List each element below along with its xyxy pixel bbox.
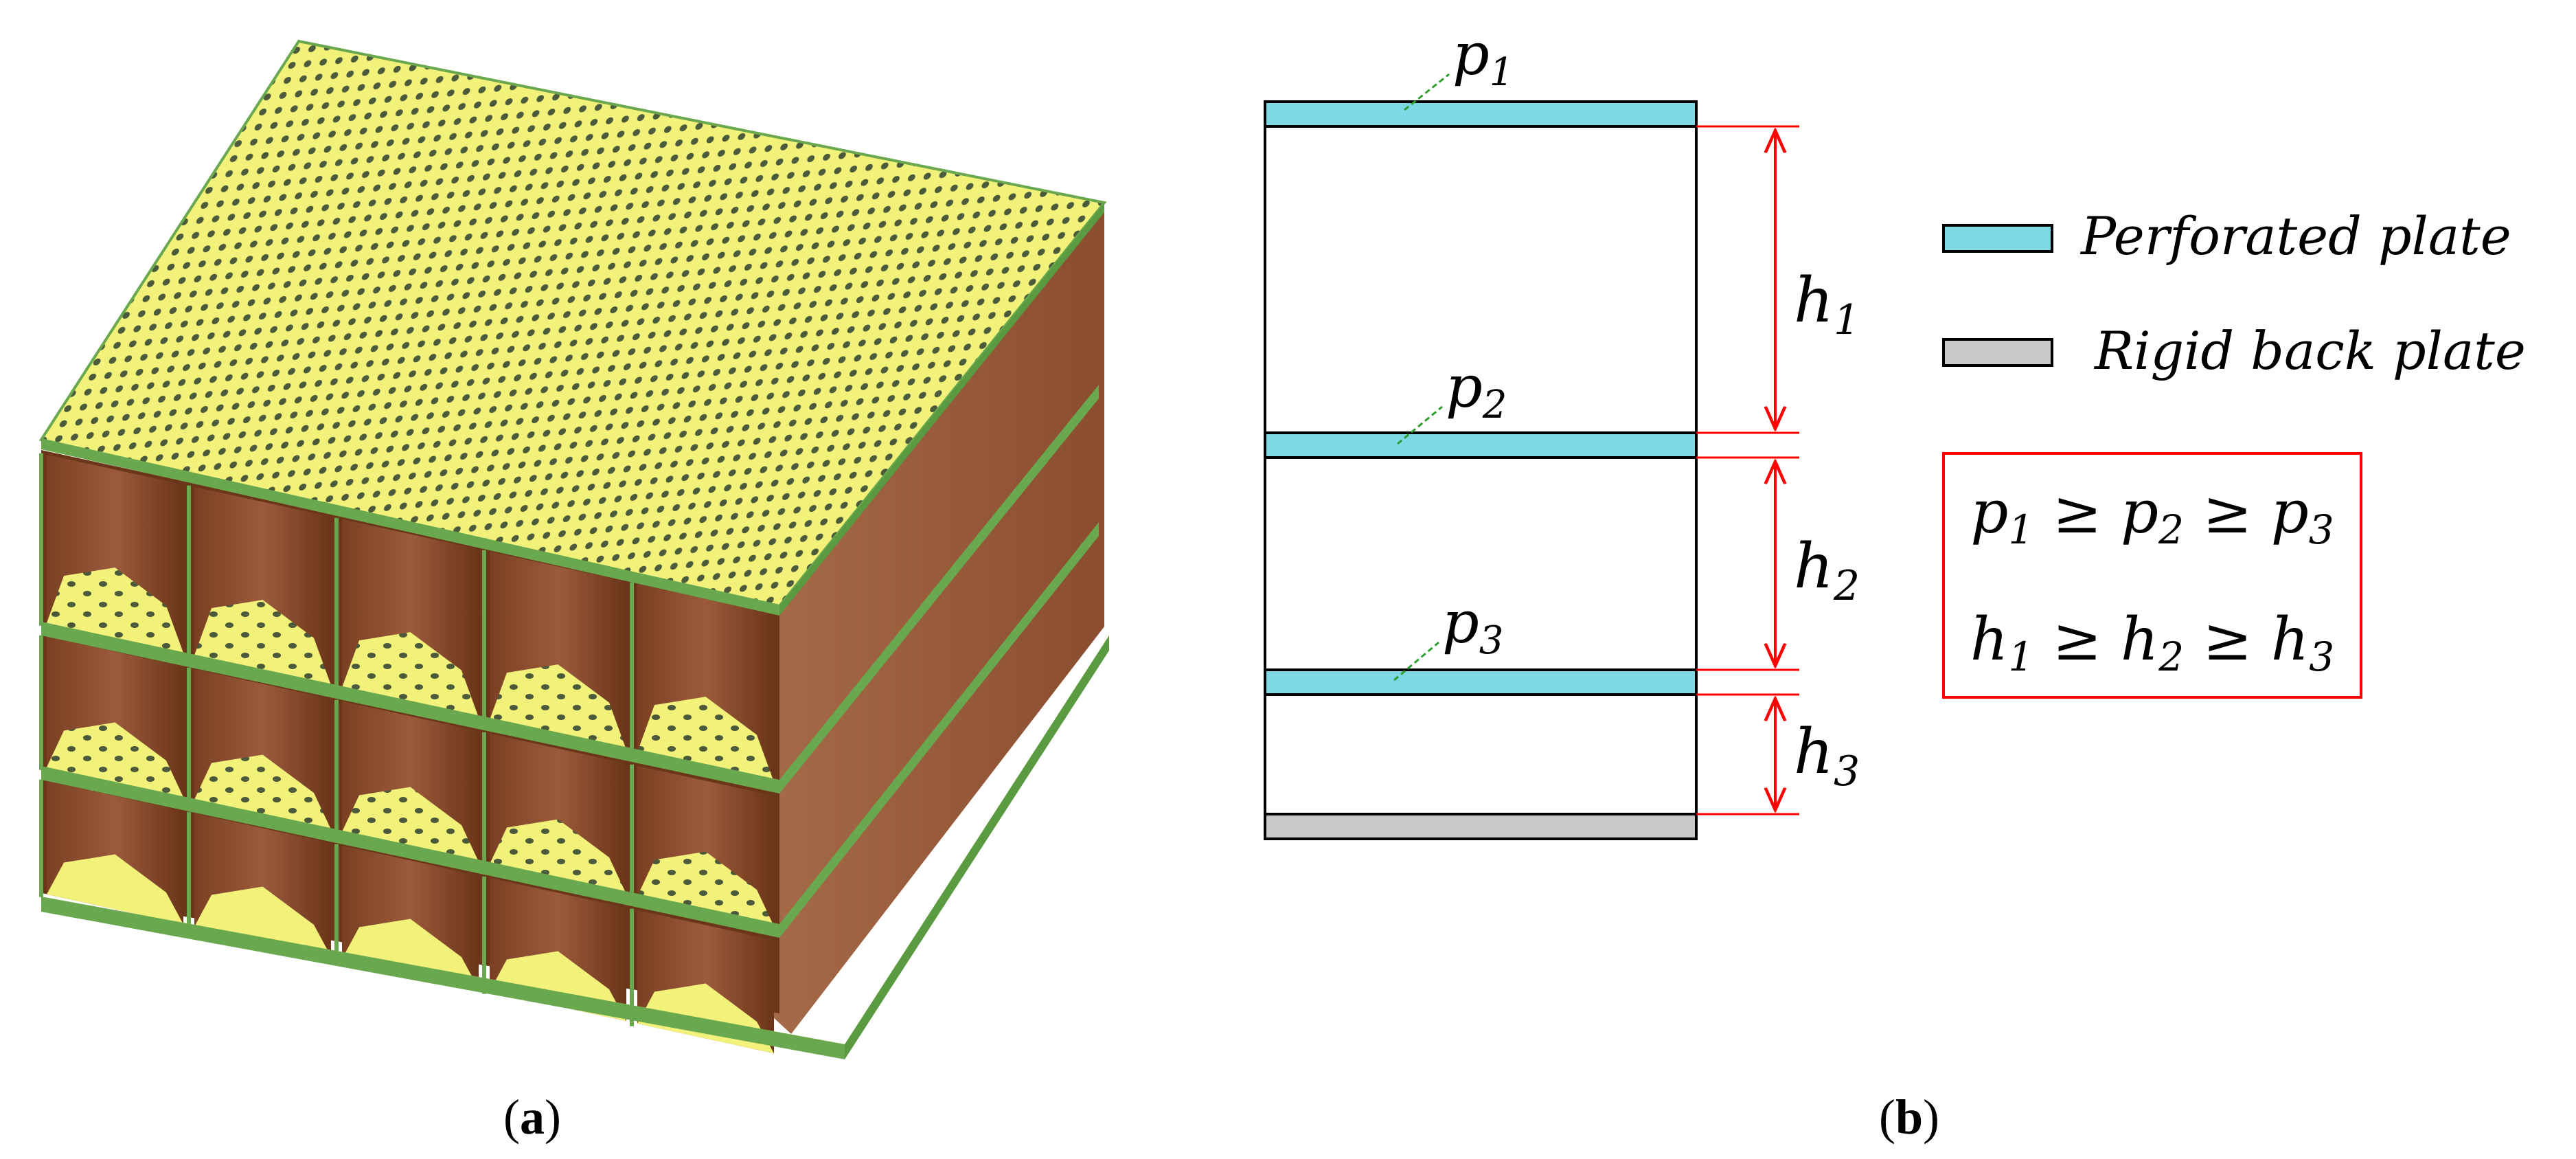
label-p2: p2 <box>1446 353 1507 427</box>
front-cells <box>39 453 774 1054</box>
legend-perforated-swatch <box>1942 224 2053 253</box>
chamber-perforated-floor <box>342 787 479 862</box>
perforated-plate-p2 <box>1264 431 1698 459</box>
caption-a-close: ) <box>545 1090 561 1145</box>
condition-box: p1 ≥ p2 ≥ p3 h1 ≥ h2 ≥ h3 <box>1942 452 2362 699</box>
middle-plate-p3 <box>41 522 1099 938</box>
caption-a: (a) <box>503 1090 561 1145</box>
condition-h-row: h1 ≥ h2 ≥ h3 <box>1970 605 2334 680</box>
chamber-perforated-floor <box>637 851 774 927</box>
chamber-perforated-floor <box>342 632 479 718</box>
caption-b-close: ) <box>1923 1090 1939 1145</box>
leader-p2 <box>1397 405 1443 445</box>
label-h1-sub: 1 <box>1834 296 1860 344</box>
label-h2: h2 <box>1794 530 1860 610</box>
caption-b-letter: b <box>1895 1090 1923 1145</box>
panel-a-honeycomb-3d <box>38 39 1109 1059</box>
chamber-perforated-floor <box>194 600 331 686</box>
perforated-plate-p3 <box>1264 668 1698 696</box>
middle-plate-p2 <box>41 385 1099 794</box>
chamber-perforated-floor <box>490 664 626 750</box>
condition-box-frame <box>1942 452 2362 699</box>
label-p1: p1 <box>1452 21 1514 95</box>
caption-b-open: ( <box>1879 1090 1895 1145</box>
leader-p3 <box>1393 641 1439 682</box>
chamber-rigid-floor <box>194 886 331 957</box>
label-p1-sub: 1 <box>1490 50 1514 95</box>
label-h3-sub: 3 <box>1834 747 1860 796</box>
right-side-face <box>773 207 1104 1034</box>
label-h1: h1 <box>1794 265 1860 344</box>
label-p2-sub: 2 <box>1482 383 1507 427</box>
leader-p1 <box>1404 73 1450 111</box>
caption-b: (b) <box>1879 1090 1939 1145</box>
chamber-rigid-floor <box>47 854 183 925</box>
extension-lines <box>1696 125 1799 815</box>
chamber-perforated-floor <box>194 754 331 830</box>
chamber-perforated-floor <box>47 722 183 798</box>
condition-p-row: p1 ≥ p2 ≥ p3 <box>1970 478 2334 553</box>
legend-rigid-swatch <box>1942 338 2053 367</box>
chamber-perforated-floor <box>637 697 774 783</box>
caption-a-letter: a <box>520 1090 545 1145</box>
top-plate-edge <box>41 440 779 616</box>
rigid-back-plate <box>1264 813 1698 840</box>
cavity-box <box>1264 100 1698 840</box>
chamber-perforated-floor <box>47 567 183 653</box>
label-h2-sub: 2 <box>1833 562 1860 610</box>
bottom-rigid-plate-edge <box>41 897 845 1059</box>
panel-b-schematic: p1 p2 p3 h1 h2 h3 Perforated plate Rigid… <box>1264 21 2526 840</box>
bottom-rigid-plate-side <box>845 635 1109 1059</box>
legend-perforated-label: Perforated plate <box>2079 205 2511 267</box>
legend: Perforated plate Rigid back plate <box>1942 205 2526 381</box>
perforated-plate-p1 <box>1264 100 1698 128</box>
top-plate-side-edge <box>779 203 1104 616</box>
label-p3: p3 <box>1442 589 1503 663</box>
label-p3-sub: 3 <box>1479 618 1504 663</box>
caption-a-open: ( <box>503 1090 520 1145</box>
legend-rigid-label: Rigid back plate <box>2093 320 2526 381</box>
chamber-perforated-floor <box>490 819 626 894</box>
label-h3: h3 <box>1794 716 1860 796</box>
